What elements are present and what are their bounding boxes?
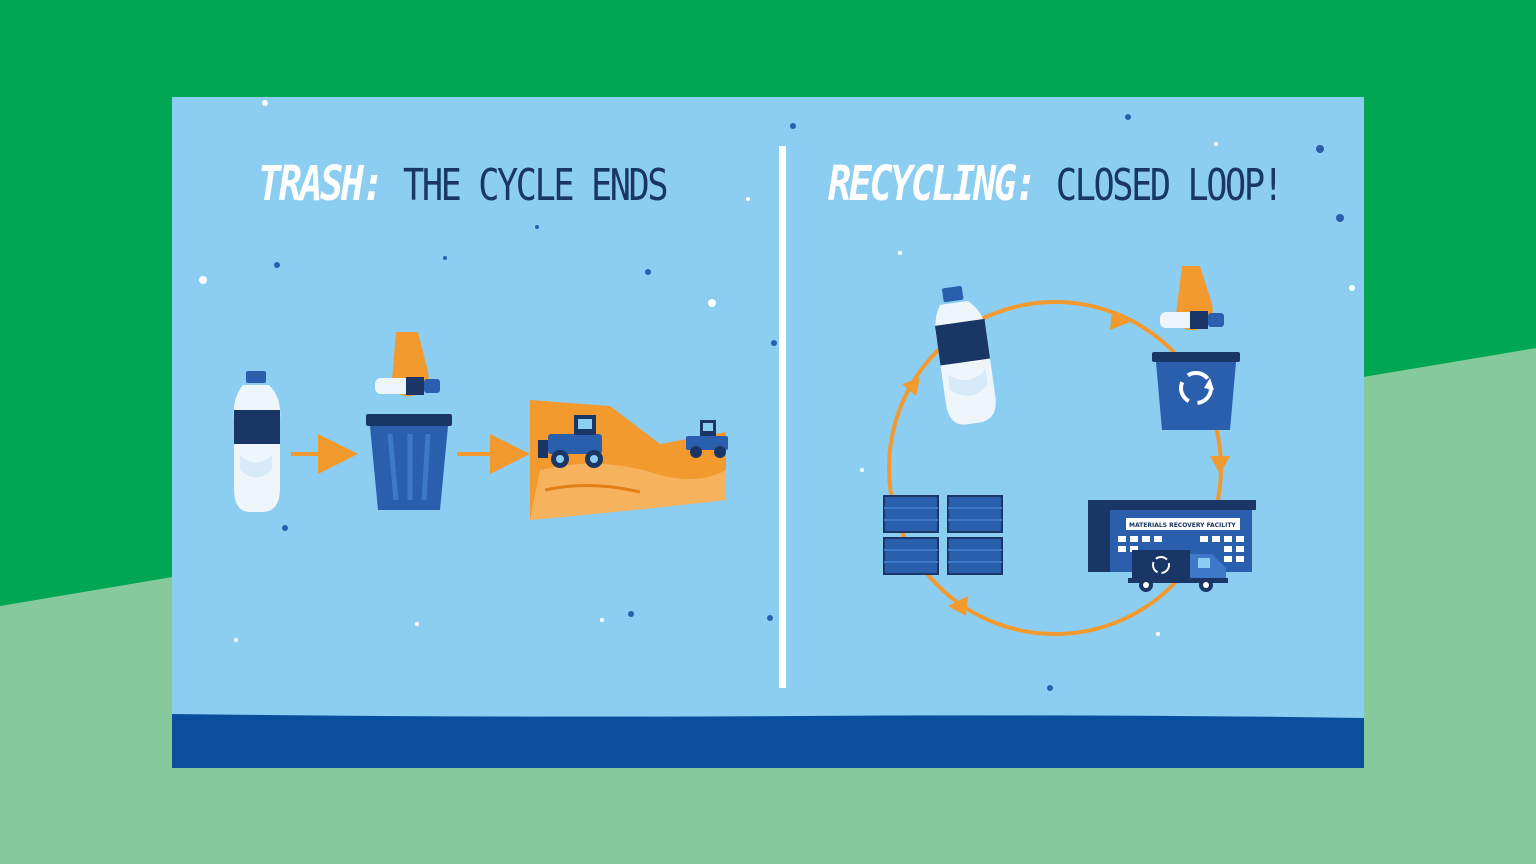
title-recycling-highlight: RECYCLING:	[828, 156, 1038, 212]
title-trash-rest: THE CYCLE ENDS	[403, 160, 668, 211]
arrow-icon	[1110, 310, 1130, 330]
facility-label: MATERIALS RECOVERY FACILITY	[1129, 522, 1236, 529]
arrow-icon	[902, 378, 920, 396]
bottom-band	[172, 714, 1364, 768]
hand-icon	[375, 332, 440, 397]
speckles	[199, 100, 1355, 691]
infographic-canvas: MATERIALS RECOVERY FACILITY	[172, 97, 1364, 768]
arrow-icon	[948, 596, 968, 616]
plastic-bottle-icon	[233, 371, 281, 512]
title-trash: TRASH: THE CYCLE ENDS	[258, 160, 669, 211]
arrow-icon	[1210, 456, 1230, 474]
title-recycling-rest: CLOSED LOOP!	[1055, 160, 1284, 211]
recovery-facility-icon: MATERIALS RECOVERY FACILITY	[1088, 500, 1256, 592]
recycling-bin-icon	[1152, 352, 1240, 430]
recycled-bales-icon	[883, 495, 1003, 575]
landfill-icon	[530, 400, 728, 520]
title-trash-highlight: TRASH:	[258, 156, 385, 212]
center-divider	[779, 146, 786, 688]
plastic-bottle-icon	[934, 286, 996, 425]
hand-icon	[1160, 266, 1224, 331]
infographic-card: MATERIALS RECOVERY FACILITY	[172, 97, 1364, 768]
trash-can-icon	[366, 414, 452, 510]
title-recycling: RECYCLING: CLOSED LOOP!	[828, 160, 1284, 211]
